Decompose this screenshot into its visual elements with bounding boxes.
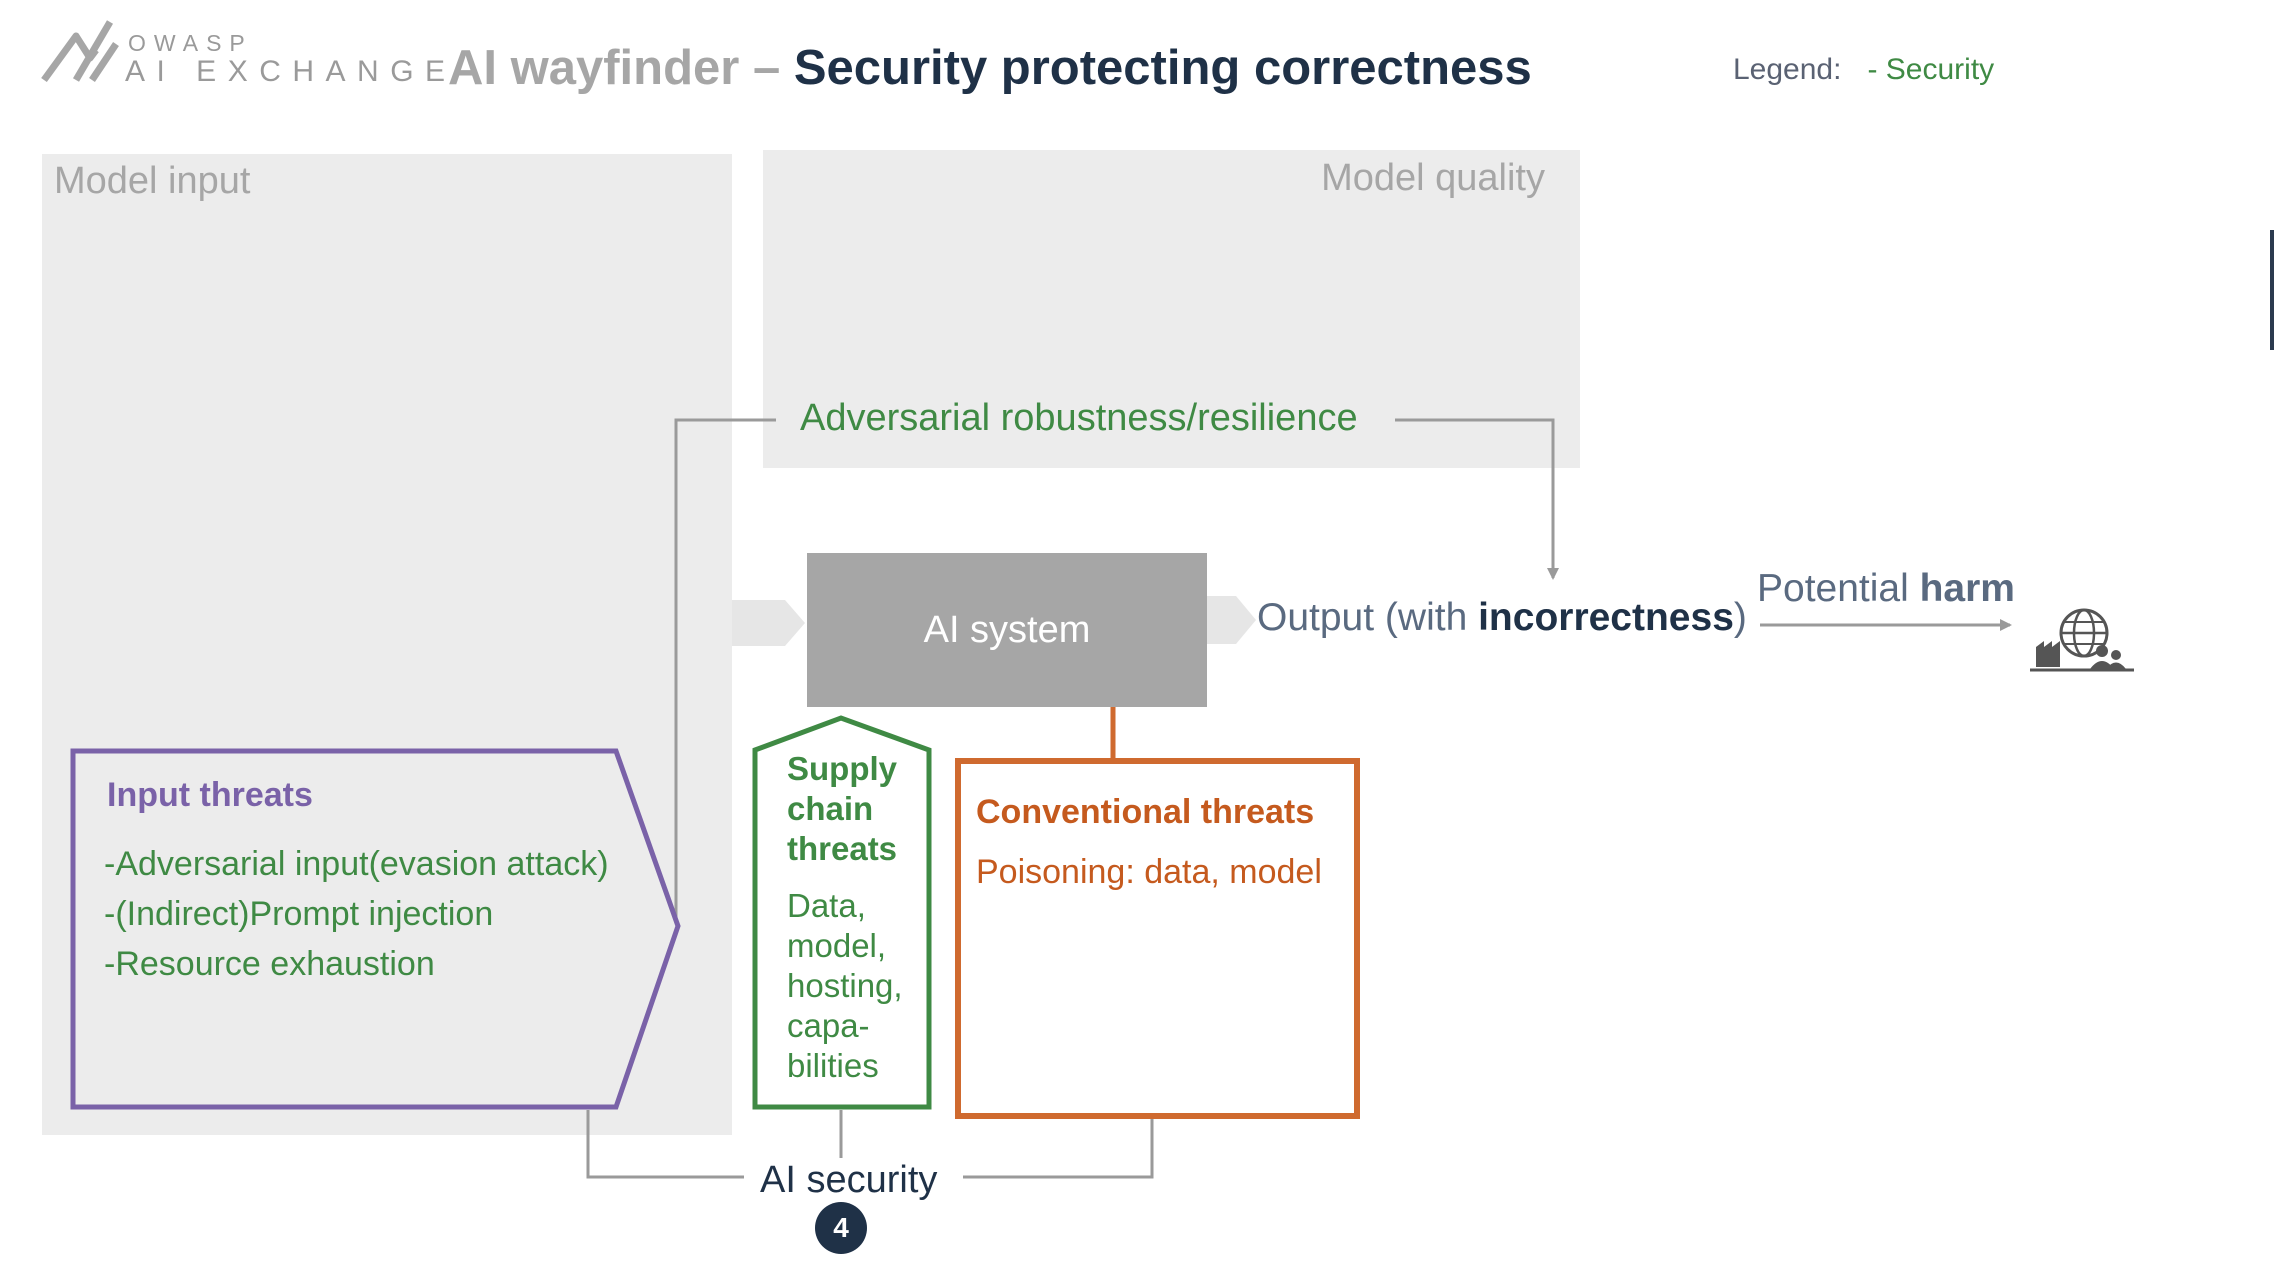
model-input-label: Model input <box>54 160 251 202</box>
globe-factory-people-icon <box>2030 608 2134 672</box>
supply-chain-body-line: hosting, <box>787 967 903 1004</box>
edge-marker <box>2270 230 2274 350</box>
supply-chain-title-line: Supply <box>787 750 898 787</box>
conventional-threats-box <box>955 758 1360 1119</box>
security-right-line <box>963 1113 1154 1179</box>
output-prefix: Output (with <box>1257 596 1479 639</box>
ai-security-number-badge: 4 <box>815 1202 867 1254</box>
model-quality-label: Model quality <box>1321 157 1545 199</box>
input-threats-shape <box>70 748 681 1110</box>
supply-chain-title-line: chain <box>787 790 874 827</box>
output-bold: incorrectness <box>1478 596 1734 639</box>
ai-system-box: AI system <box>807 553 1207 707</box>
conventional-threats-body: Poisoning: data, model <box>976 853 1322 891</box>
legend-item-security: - Security <box>1867 53 1995 86</box>
owasp-logo-icon <box>41 20 119 83</box>
title-main: Security protecting correctness <box>793 41 1532 95</box>
logo-owasp-text: OWASP <box>128 30 253 56</box>
harm-label: Potential harm <box>1757 567 2015 612</box>
legend-label: Legend: <box>1733 53 1842 86</box>
output-label: Output (with incorrectness) <box>1257 596 1747 641</box>
supply-chain-body-line: model, <box>787 927 887 964</box>
output-suffix: ) <box>1733 596 1747 639</box>
supply-chain-body-line: capa- <box>787 1007 870 1044</box>
input-threat-item: -(Indirect)Prompt injection <box>104 895 494 933</box>
robustness-left-line <box>674 418 776 926</box>
security-left-line <box>586 1110 744 1179</box>
conventional-threats-title: Conventional threats <box>976 793 1315 831</box>
robustness-right-arrow <box>1395 418 1559 580</box>
harm-prefix: Potential <box>1757 567 1920 610</box>
input-flow-chevron <box>732 600 805 646</box>
output-flow-chevron <box>1207 596 1256 644</box>
input-threats-title: Input threats <box>107 776 313 814</box>
supply-chain-shape <box>752 715 932 1110</box>
logo-ai-exchange-text: AI EXCHANGE <box>125 55 457 88</box>
legend: Legend: - Security <box>1733 53 1994 88</box>
input-threat-item: -Adversarial input(evasion attack) <box>104 845 609 883</box>
supply-chain-title-line: threats <box>787 830 898 867</box>
model-quality-panel <box>763 150 1580 468</box>
ai-security-label: AI security <box>760 1159 938 1201</box>
supply-chain-body-line: bilities <box>787 1047 879 1084</box>
page-title: AI wayfinder – Security protecting corre… <box>448 40 1532 96</box>
title-prefix: AI wayfinder – <box>448 41 794 95</box>
harm-bold: harm <box>1919 567 2015 610</box>
robustness-label: Adversarial robustness/resilience <box>800 397 1358 439</box>
ai-system-label: AI system <box>923 608 1091 651</box>
supply-chain-body-line: Data, <box>787 887 866 924</box>
input-threat-item: -Resource exhaustion <box>104 945 435 983</box>
